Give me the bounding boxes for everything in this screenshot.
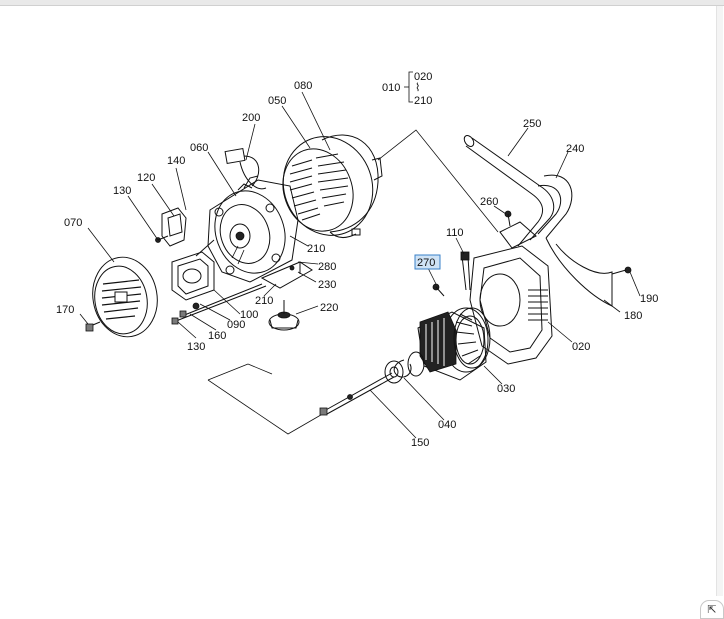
stator bbox=[282, 134, 383, 238]
callout-040[interactable]: 040 bbox=[438, 419, 456, 431]
washer-040 bbox=[384, 360, 404, 384]
expand-arrow-icon[interactable]: ⇱ bbox=[700, 600, 724, 619]
group-bracket-010: ⌇ bbox=[404, 71, 420, 103]
svg-text:⌇: ⌇ bbox=[415, 82, 420, 94]
callout-210[interactable]: 210 bbox=[414, 95, 432, 107]
bearing-plate bbox=[207, 175, 299, 283]
callout-030[interactable]: 030 bbox=[497, 383, 515, 395]
callout-140[interactable]: 140 bbox=[167, 155, 185, 167]
bolt-170 bbox=[85, 321, 101, 332]
callout-010[interactable]: 010 bbox=[382, 82, 400, 94]
callout-020-b[interactable]: 020 bbox=[572, 341, 590, 353]
callout-080[interactable]: 080 bbox=[294, 80, 312, 92]
callout-260[interactable]: 260 bbox=[480, 196, 498, 208]
callout-180[interactable]: 180 bbox=[624, 310, 642, 322]
callout-280[interactable]: 280 bbox=[318, 261, 336, 273]
screw-270 bbox=[432, 283, 445, 297]
through-bolts bbox=[171, 283, 267, 325]
callout-100[interactable]: 100 bbox=[240, 309, 258, 321]
callout-230[interactable]: 230 bbox=[318, 279, 336, 291]
callout-220[interactable]: 220 bbox=[320, 302, 338, 314]
assembly-guide-lines bbox=[207, 129, 499, 435]
callout-130[interactable]: 130 bbox=[113, 185, 131, 197]
fan-housing bbox=[469, 245, 553, 365]
callout-210-b[interactable]: 210 bbox=[307, 243, 325, 255]
rectifier-block bbox=[171, 239, 215, 301]
callout-150[interactable]: 150 bbox=[411, 437, 429, 449]
callout-050[interactable]: 050 bbox=[268, 95, 286, 107]
vertical-scrollbar[interactable] bbox=[716, 6, 723, 596]
brush-holder bbox=[155, 207, 187, 247]
highlight-box-270 bbox=[414, 254, 441, 270]
callout-020[interactable]: 020 bbox=[414, 71, 432, 83]
callout-270[interactable]: 270 bbox=[417, 257, 435, 269]
callout-060[interactable]: 060 bbox=[190, 142, 208, 154]
rubber-mount bbox=[268, 300, 300, 331]
callout-120[interactable]: 120 bbox=[137, 172, 155, 184]
exhaust-pipe bbox=[463, 135, 573, 249]
leader-lines-right bbox=[369, 127, 641, 439]
heat-shield bbox=[545, 237, 632, 307]
callout-090[interactable]: 090 bbox=[227, 319, 245, 331]
expand-glyph: ⇱ bbox=[707, 603, 717, 616]
end-cover-grille bbox=[92, 256, 158, 338]
callout-labels: 010 020 210 080 050 200 060 140 120 130 … bbox=[56, 71, 658, 449]
rotor bbox=[393, 307, 489, 381]
top-border bbox=[0, 0, 724, 6]
through-bolt-150 bbox=[319, 372, 395, 416]
connector-plug bbox=[224, 147, 267, 190]
callout-070[interactable]: 070 bbox=[64, 217, 82, 229]
callout-160[interactable]: 160 bbox=[208, 330, 226, 342]
lead-wire bbox=[460, 251, 471, 291]
callout-240[interactable]: 240 bbox=[566, 143, 584, 155]
callout-170[interactable]: 170 bbox=[56, 304, 74, 316]
cooling-fan bbox=[453, 307, 491, 369]
callout-250[interactable]: 250 bbox=[523, 118, 541, 130]
leader-lines-left bbox=[79, 91, 331, 339]
exploded-parts-diagram: ⌇ bbox=[56, 71, 658, 449]
mounting-bracket bbox=[260, 261, 313, 289]
callout-110[interactable]: 110 bbox=[446, 227, 464, 239]
callout-210-c[interactable]: 210 bbox=[255, 295, 273, 307]
callout-130-b[interactable]: 130 bbox=[187, 341, 205, 353]
callout-190[interactable]: 190 bbox=[640, 293, 658, 305]
callout-200[interactable]: 200 bbox=[242, 112, 260, 124]
